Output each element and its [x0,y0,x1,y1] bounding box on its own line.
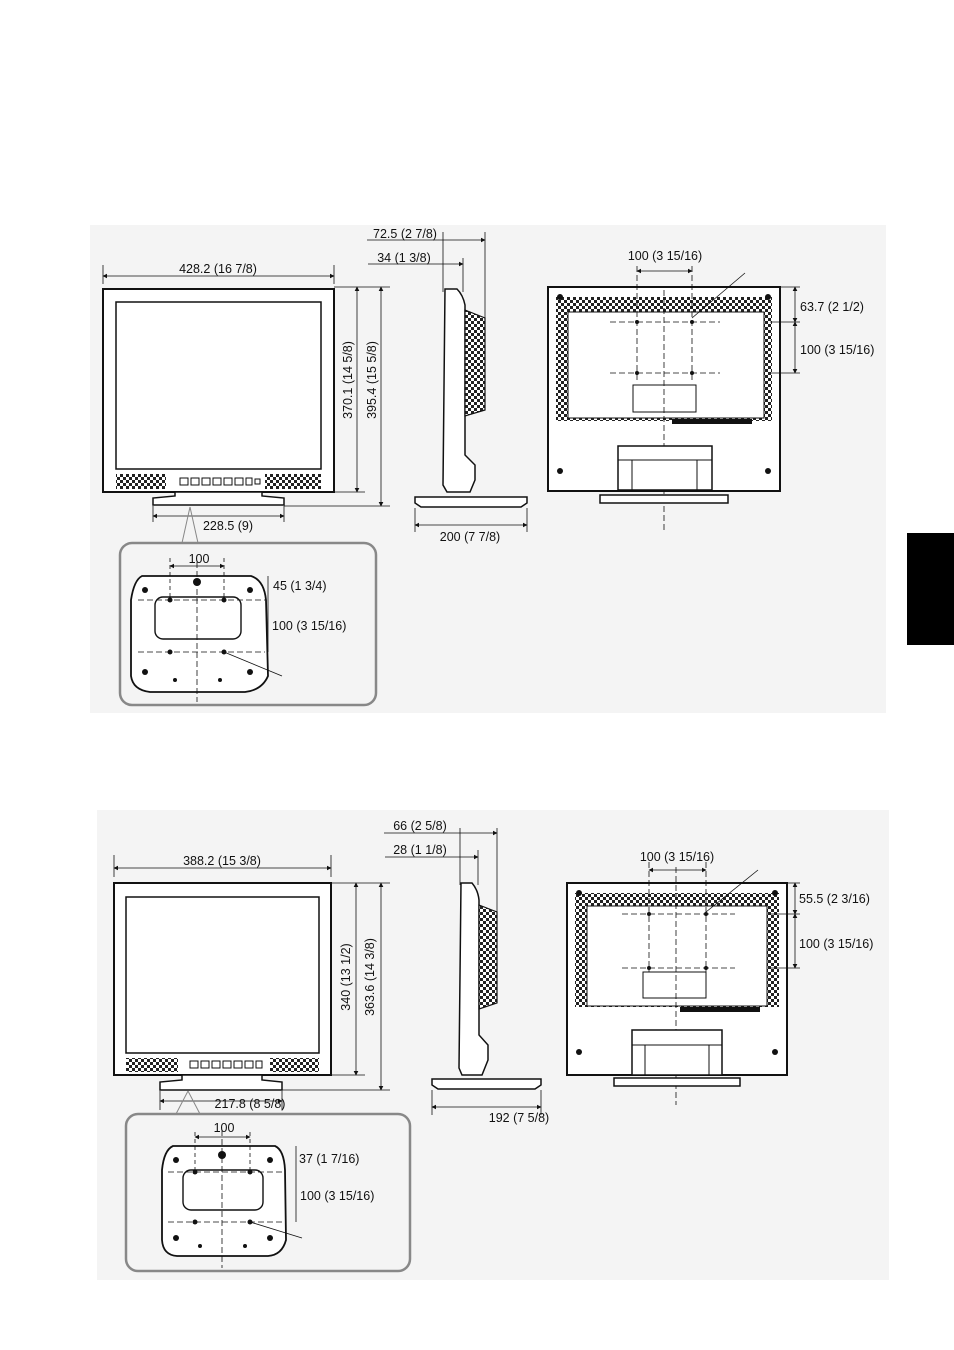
rear-view-top [547,266,800,530]
base-hole-pitch-label: 100 [214,1121,235,1135]
section-tab [907,533,954,645]
base-vertical-pitch-label: 100 (3 15/16) [272,619,346,633]
side-view-top [367,232,528,532]
front-view-bottom [113,855,390,1110]
rear-hole-pitch-label: 100 (3 15/16) [640,850,714,864]
rear-hole-pitch-label: 100 (3 15/16) [628,249,702,263]
stand-width-label: 217.8 (8 5/8) [215,1097,286,1111]
rear-top-offset-label: 55.5 (2 3/16) [799,892,870,906]
base-callout-bottom [124,1090,412,1273]
base-top-offset-label: 37 (1 7/16) [299,1152,359,1166]
side-depth-panel-label: 28 (1 1/8) [393,843,447,857]
front-view-top [102,265,390,522]
front-width-label: 388.2 (15 3/8) [183,854,261,868]
rear-vertical-pitch-label: 100 (3 15/16) [799,937,873,951]
rear-view-bottom [566,862,800,1105]
rear-top-offset-label: 63.7 (2 1/2) [800,300,864,314]
side-base-depth-label: 200 (7 7/8) [440,530,500,544]
base-callout-top [118,506,378,707]
base-vertical-pitch-label: 100 (3 15/16) [300,1189,374,1203]
side-view-bottom [384,828,542,1115]
side-base-depth-label: 192 (7 5/8) [489,1111,549,1125]
base-top-offset-label: 45 (1 3/4) [273,579,327,593]
base-hole-pitch-label: 100 [189,552,210,566]
side-depth-total-label: 72.5 (2 7/8) [373,227,437,241]
side-depth-total-label: 66 (2 5/8) [393,819,447,833]
total-height-label: 363.6 (14 3/8) [363,938,377,1016]
side-depth-panel-label: 34 (1 3/8) [377,251,431,265]
stand-width-label: 228.5 (9) [203,519,253,533]
panel-height-label: 340 (13 1/2) [339,943,353,1010]
total-height-label: 395.4 (15 5/8) [365,341,379,419]
rear-vertical-pitch-label: 100 (3 15/16) [800,343,874,357]
front-width-label: 428.2 (16 7/8) [179,262,257,276]
panel-height-label: 370.1 (14 5/8) [341,341,355,419]
